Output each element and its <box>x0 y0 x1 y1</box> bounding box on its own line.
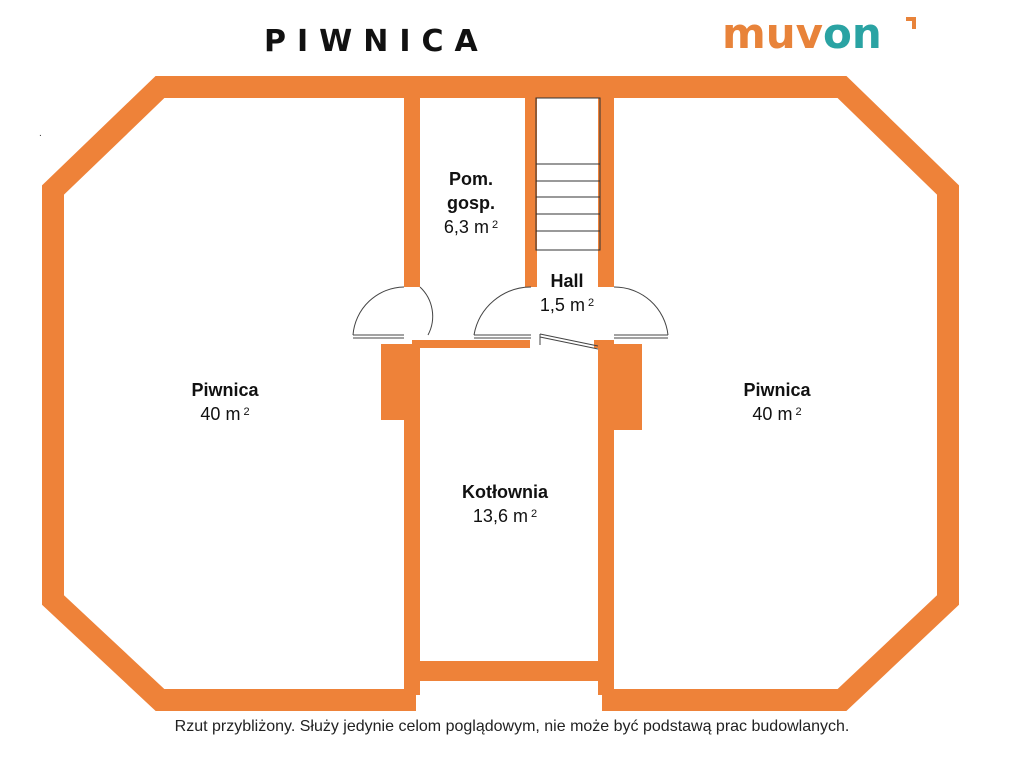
pillar-right <box>614 344 642 430</box>
logo-text-part2: on <box>823 9 882 58</box>
door-kotlownia <box>539 333 599 350</box>
wall-kotlownia-bottom <box>410 661 610 681</box>
wall-hall-bottom-right <box>594 340 614 348</box>
door-left-piwnica <box>352 286 405 339</box>
page-title: PIWNICA <box>264 24 489 59</box>
disclaimer-footer: Rzut przybliżony. Służy jedynie celom po… <box>174 718 850 735</box>
logo-text-part1: muv <box>722 9 824 58</box>
note-mark: . <box>39 128 42 139</box>
logo-arrow-icon <box>906 17 916 29</box>
pillar-left <box>381 344 408 420</box>
door-right-piwnica <box>613 286 669 339</box>
stairs <box>535 97 601 251</box>
door-pom-gosp <box>419 286 434 336</box>
wall-hall-bottom-left <box>412 340 530 348</box>
outer-wall <box>42 76 959 711</box>
door-hall-left <box>473 286 532 339</box>
brand-logo: muvon <box>722 9 916 58</box>
